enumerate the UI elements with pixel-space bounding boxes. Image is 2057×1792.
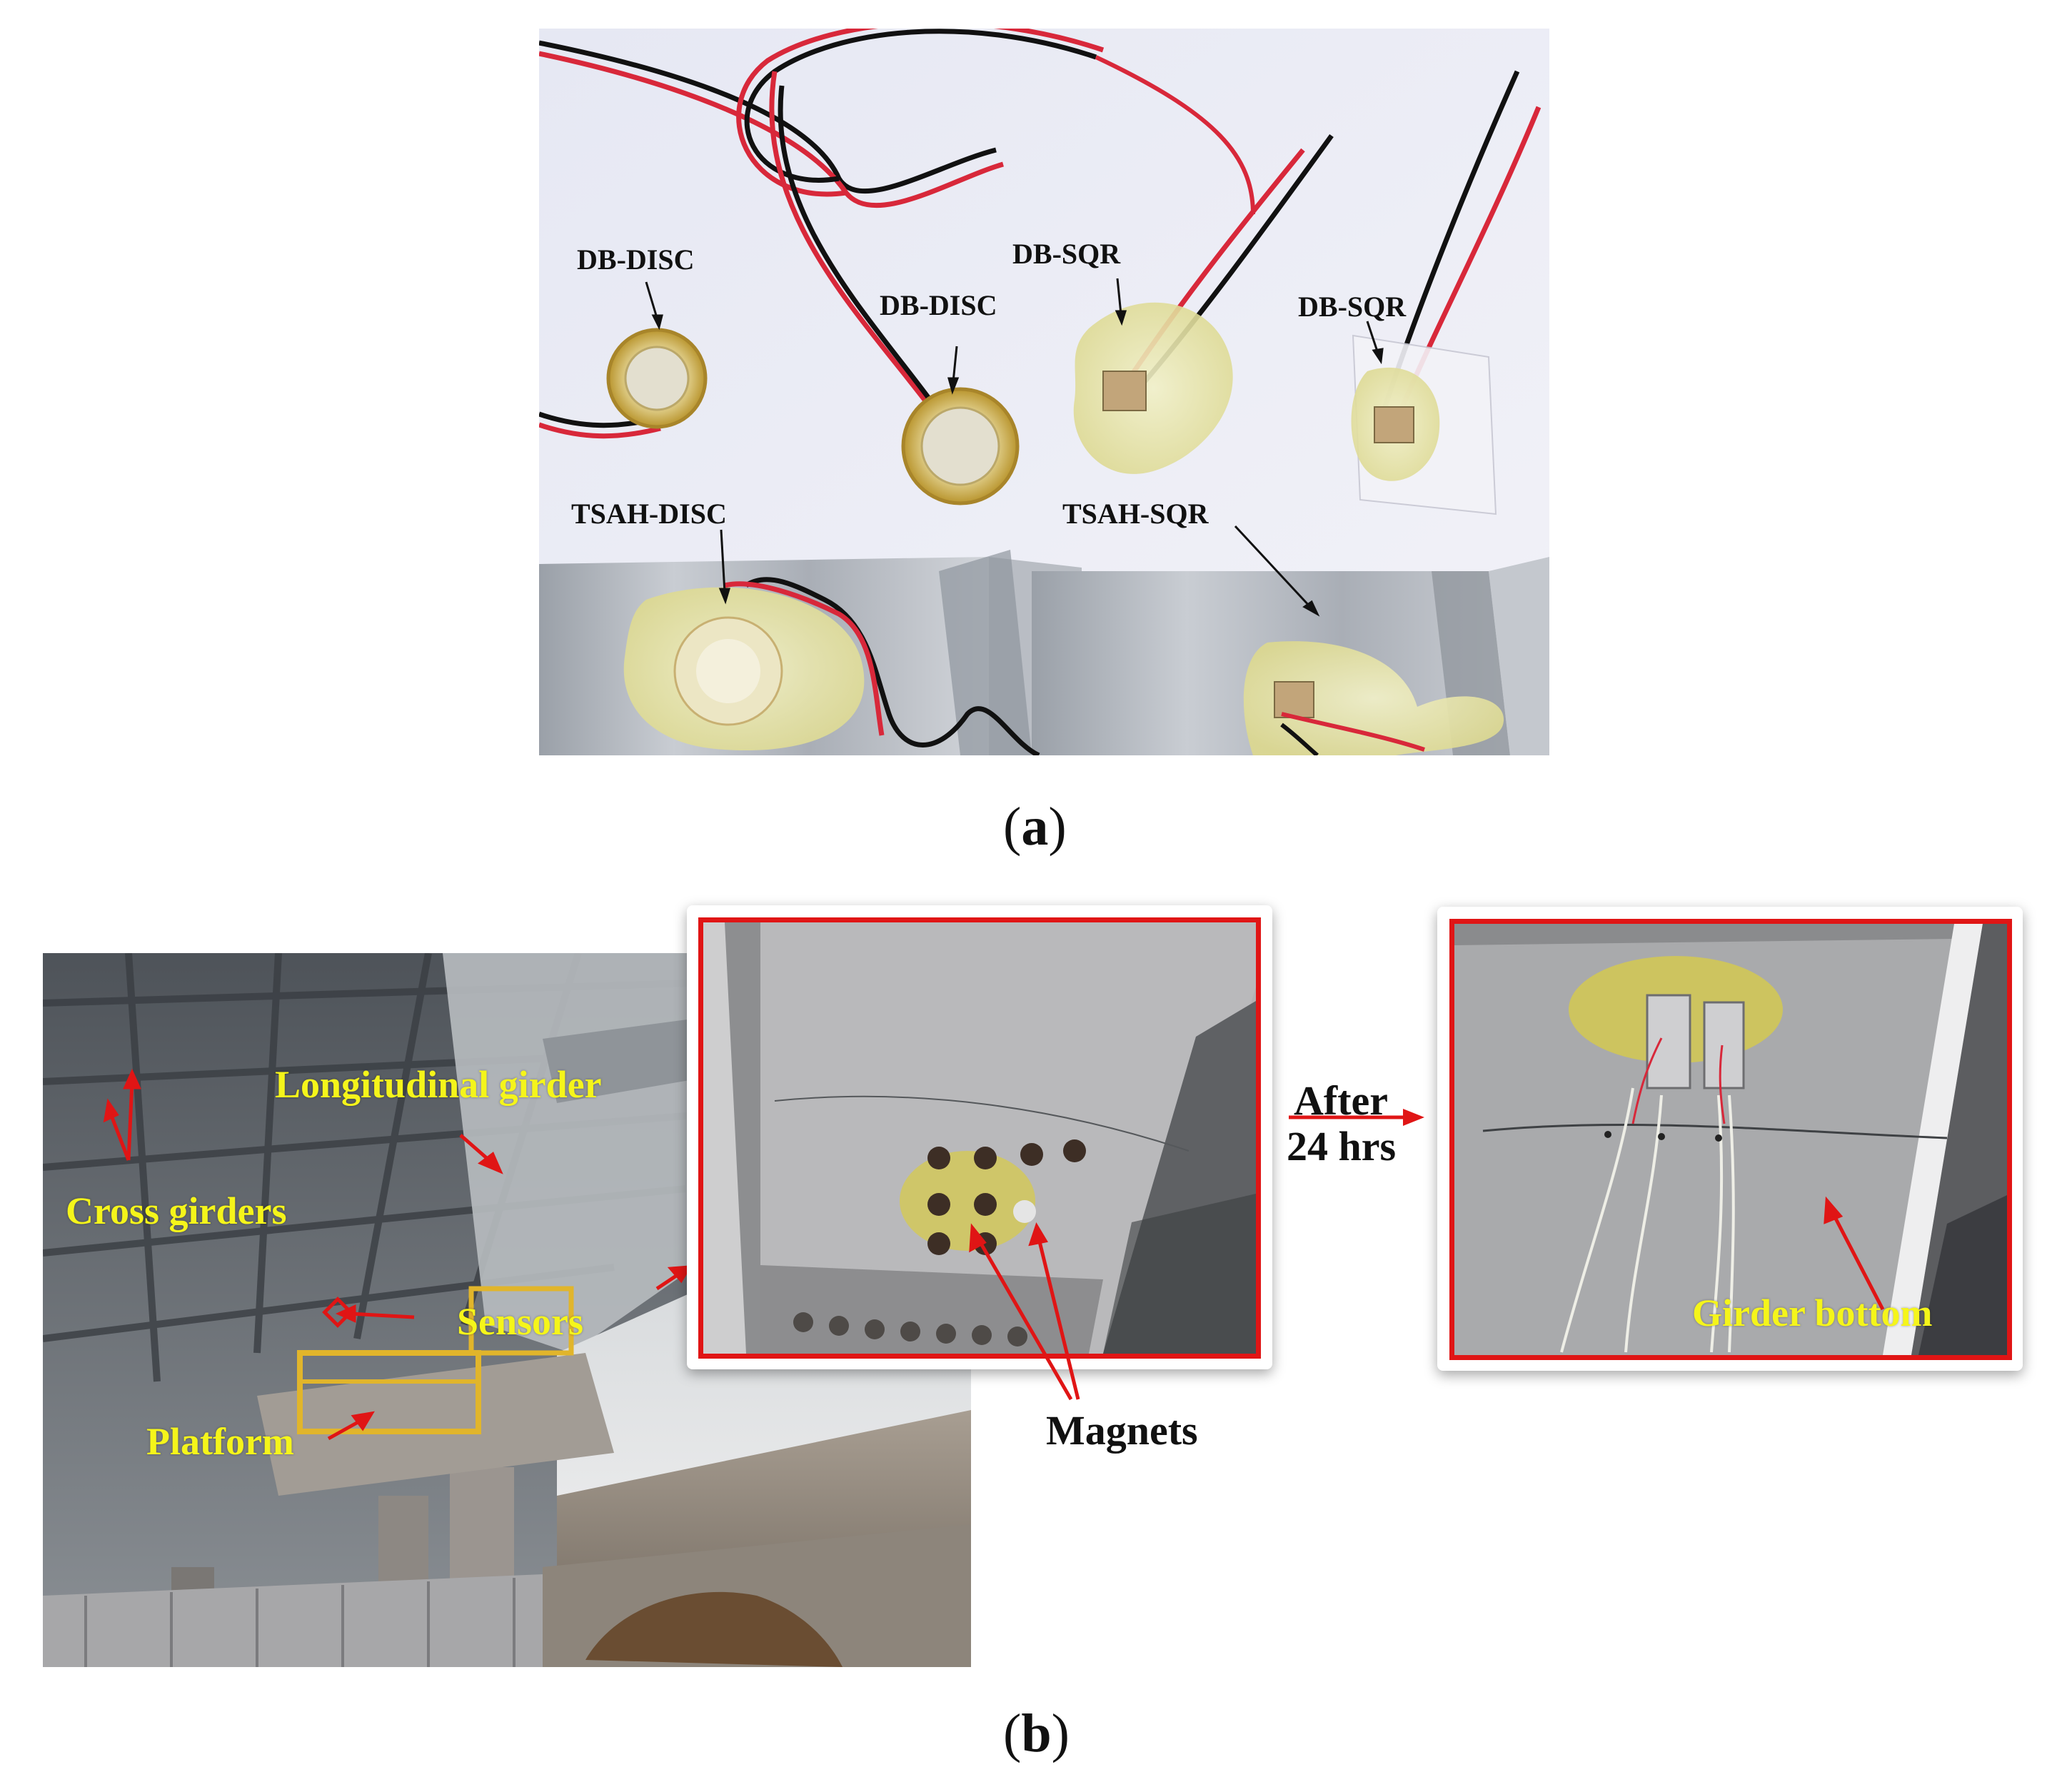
label-tsah-disc: TSAH-DISC <box>571 498 727 530</box>
label-sensors: Sensors <box>457 1300 584 1343</box>
caption-a-letter: a <box>1021 797 1049 857</box>
label-magnets: Magnets <box>1046 1407 1198 1454</box>
panel-a-photo-drawing <box>539 29 1549 755</box>
girder-bottom-photo-drawing <box>1454 924 2007 1355</box>
panel-a-photo <box>539 29 1549 755</box>
magnets-photo-drawing <box>703 922 1256 1354</box>
caption-b-letter: b <box>1021 1703 1052 1763</box>
magnets-arrows <box>969 1222 1080 1401</box>
after-arrow <box>1289 1109 1424 1126</box>
girder-bottom-inset-photo <box>1449 919 2012 1360</box>
label-db-disc-2: DB-DISC <box>880 289 997 321</box>
caption-a: (a) <box>1003 797 1067 857</box>
label-girder-bottom: Girder bottom <box>1692 1292 1933 1334</box>
label-tsah-sqr: TSAH-SQR <box>1062 498 1209 530</box>
label-db-sqr-2: DB-SQR <box>1298 291 1407 323</box>
label-db-sqr-1: DB-SQR <box>1012 238 1121 270</box>
caption-b: (b) <box>1003 1703 1070 1763</box>
label-platform: Platform <box>146 1420 294 1463</box>
label-cross-girders: Cross girders <box>66 1189 287 1232</box>
magnets-inset-photo <box>698 917 1261 1359</box>
label-db-disc-1: DB-DISC <box>577 243 695 276</box>
label-longitudinal-girder: Longitudinal girder <box>275 1063 602 1106</box>
label-24-hrs: 24 hrs <box>1287 1123 1397 1169</box>
